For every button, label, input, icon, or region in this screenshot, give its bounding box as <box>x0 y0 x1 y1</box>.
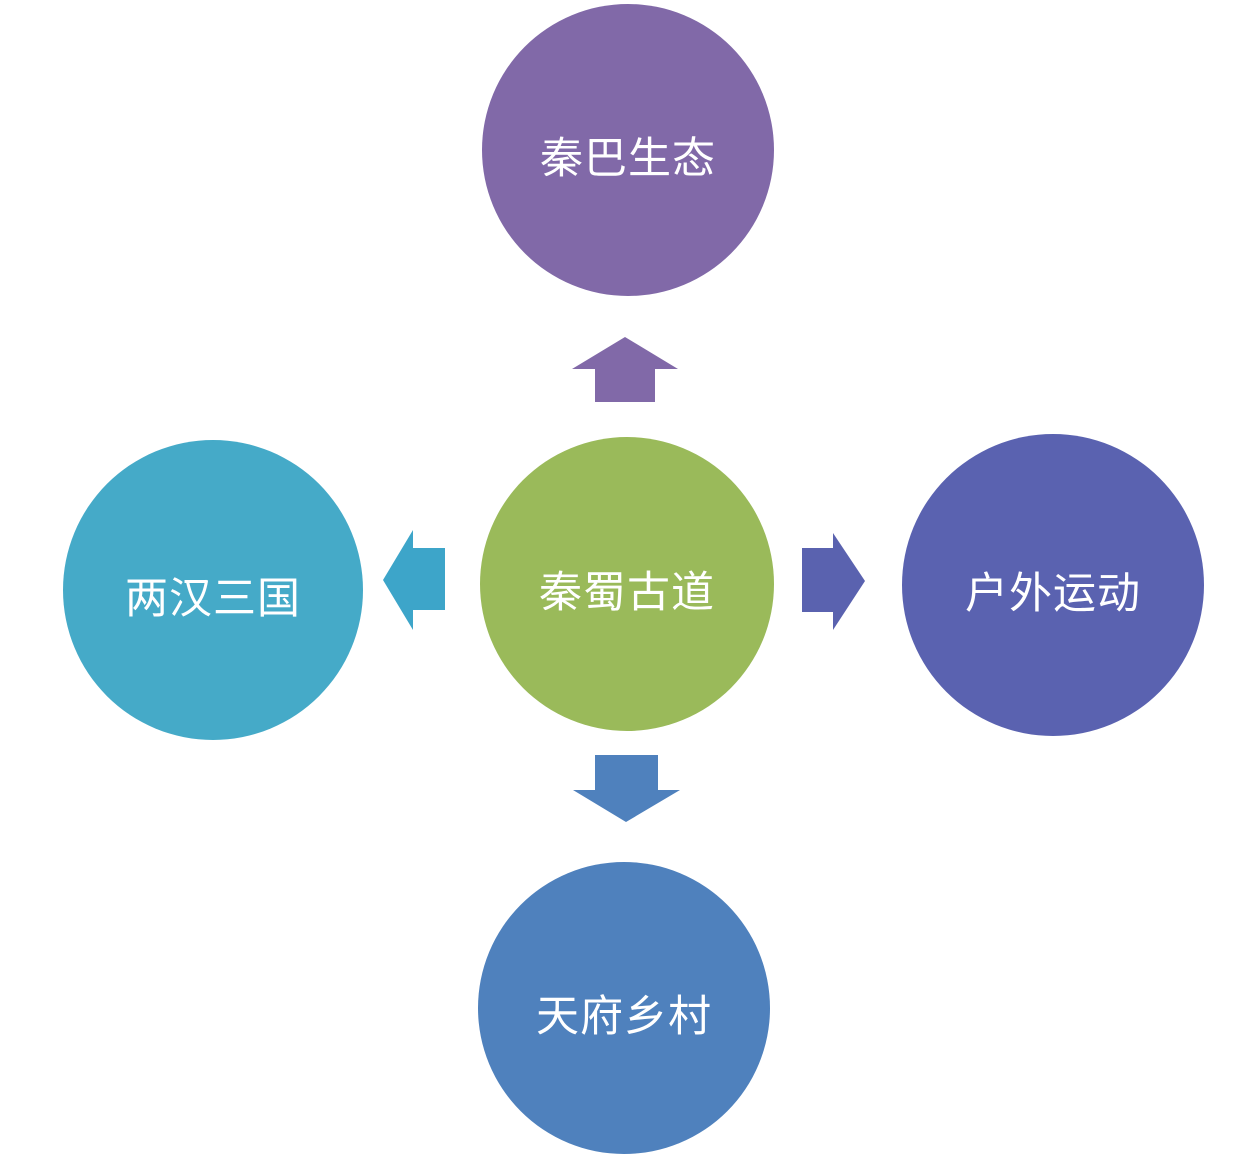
right-arrow-icon <box>802 533 865 630</box>
bottom-node-label: 天府乡村 <box>536 992 712 1042</box>
down-arrow-shape <box>573 755 680 822</box>
up-arrow-shape <box>572 337 678 402</box>
left-arrow-icon <box>383 530 445 630</box>
center-node-label: 秦蜀古道 <box>539 568 715 618</box>
right-node-circle: 户外运动 <box>902 434 1204 736</box>
top-node-circle: 秦巴生态 <box>482 4 774 296</box>
up-arrow-icon <box>572 337 678 402</box>
left-node-label: 两汉三国 <box>125 574 301 624</box>
down-arrow-icon <box>573 755 680 822</box>
center-node-circle: 秦蜀古道 <box>480 437 774 731</box>
top-node-label: 秦巴生态 <box>540 134 716 184</box>
right-node-label: 户外运动 <box>965 569 1141 619</box>
right-arrow-shape <box>802 533 865 630</box>
bottom-node-circle: 天府乡村 <box>478 862 770 1154</box>
left-arrow-shape <box>383 530 445 630</box>
left-node-circle: 两汉三国 <box>63 440 363 740</box>
